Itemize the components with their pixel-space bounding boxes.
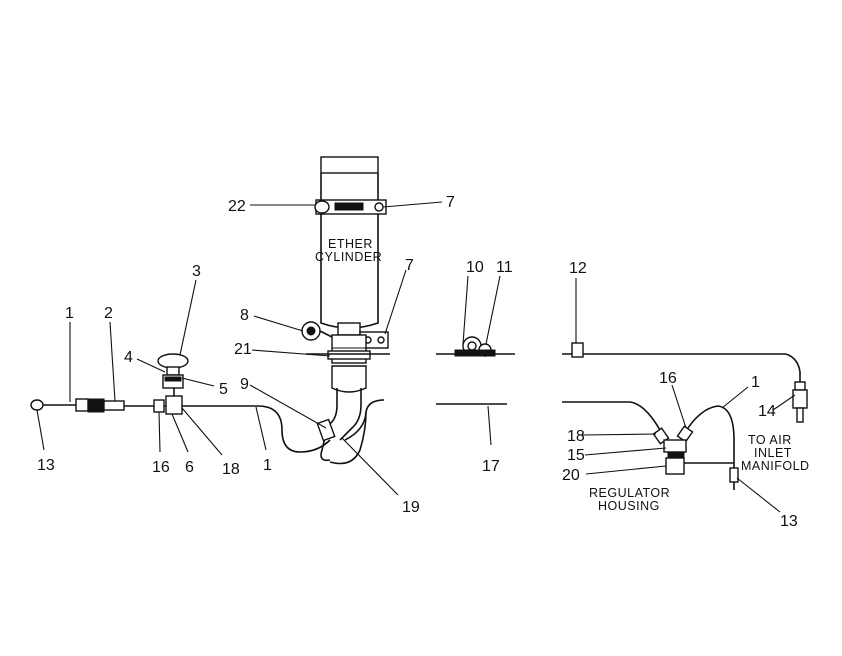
callout-13-left: 13 bbox=[37, 457, 55, 474]
callout-4: 4 bbox=[124, 349, 133, 366]
callout-21: 21 bbox=[234, 341, 252, 358]
callout-7-upper: 7 bbox=[446, 194, 455, 211]
regulator-housing-label-line2: HOUSING bbox=[598, 499, 660, 513]
tee-fitting bbox=[153, 388, 183, 415]
cylinder-outlet-tubes bbox=[316, 404, 362, 462]
callout-leaders bbox=[36, 201, 796, 513]
right-upper-tube bbox=[562, 342, 801, 382]
push-button-valve bbox=[157, 353, 189, 389]
callout-8: 8 bbox=[240, 307, 249, 324]
callout-5: 5 bbox=[219, 381, 228, 398]
callout-16-right: 16 bbox=[659, 370, 677, 387]
callout-18-right: 18 bbox=[567, 428, 585, 445]
air-inlet-manifold-label-line1: TO AIR bbox=[748, 433, 792, 447]
callout-11: 11 bbox=[496, 259, 513, 276]
callout-7-lower: 7 bbox=[405, 257, 414, 274]
ether-cylinder bbox=[320, 156, 379, 336]
left-tube-line bbox=[124, 399, 385, 465]
air-inlet-fitting bbox=[792, 381, 808, 423]
callout-17: 17 bbox=[482, 458, 500, 475]
callout-15: 15 bbox=[567, 447, 585, 464]
callout-14: 14 bbox=[758, 403, 776, 420]
callout-1-left-top: 1 bbox=[65, 305, 74, 322]
air-inlet-manifold-label-line2: INLET bbox=[754, 446, 792, 460]
callout-13-right: 13 bbox=[780, 513, 798, 530]
cylinder-clamp-strap bbox=[314, 199, 387, 215]
callout-2: 2 bbox=[104, 305, 113, 322]
callout-18-left: 18 bbox=[222, 461, 240, 478]
callout-16-left: 16 bbox=[152, 459, 170, 476]
callout-9: 9 bbox=[240, 376, 249, 393]
left-tube-fitting bbox=[30, 398, 125, 413]
valve-knob bbox=[301, 321, 333, 341]
callout-19: 19 bbox=[402, 499, 420, 516]
middle-fittings bbox=[436, 336, 515, 357]
callout-1-left-bottom: 1 bbox=[263, 457, 272, 474]
callout-6: 6 bbox=[185, 459, 194, 476]
callout-3: 3 bbox=[192, 263, 201, 280]
callout-10: 10 bbox=[466, 259, 484, 276]
regulator-housing-label-line1: REGULATOR bbox=[589, 486, 670, 500]
regulator-fitting bbox=[652, 425, 694, 475]
ether-cylinder-label-line2: CYLINDER bbox=[315, 250, 382, 264]
callout-20: 20 bbox=[562, 467, 580, 484]
air-inlet-manifold-label-line3: MANIFOLD bbox=[741, 459, 810, 473]
callout-22: 22 bbox=[228, 198, 246, 215]
right-lower-tube bbox=[562, 401, 739, 490]
ether-cylinder-label-line1: ETHER bbox=[328, 237, 373, 251]
callout-12: 12 bbox=[569, 260, 587, 277]
callout-1-right: 1 bbox=[751, 374, 760, 391]
valve-body bbox=[327, 334, 371, 405]
